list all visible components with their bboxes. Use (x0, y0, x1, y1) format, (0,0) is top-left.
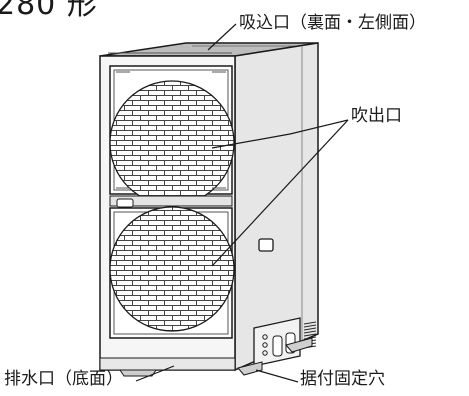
front-foot-left (119, 369, 157, 377)
leader-outlet-2 (211, 119, 349, 267)
leader-drain (135, 365, 175, 382)
rear-foot (285, 337, 313, 353)
leader-fixing (255, 369, 299, 383)
unit-side (234, 42, 319, 372)
callout-outlet: 吹出口 (351, 106, 402, 126)
callout-fixing: 据付固定穴 (300, 369, 385, 389)
unit-base (99, 357, 236, 371)
leader-lines (135, 23, 349, 383)
front-foot-right (237, 361, 263, 376)
leader-intake (207, 23, 237, 51)
leader-outlet-1 (211, 119, 349, 149)
front-badge (116, 198, 134, 208)
lower-fan (109, 206, 235, 332)
model-label: 280 形 (0, 0, 98, 22)
side-handle (258, 238, 274, 252)
callout-drain: 排水口（底面） (4, 369, 123, 389)
callout-intake: 吸込口（裏面・左側面） (239, 13, 426, 33)
